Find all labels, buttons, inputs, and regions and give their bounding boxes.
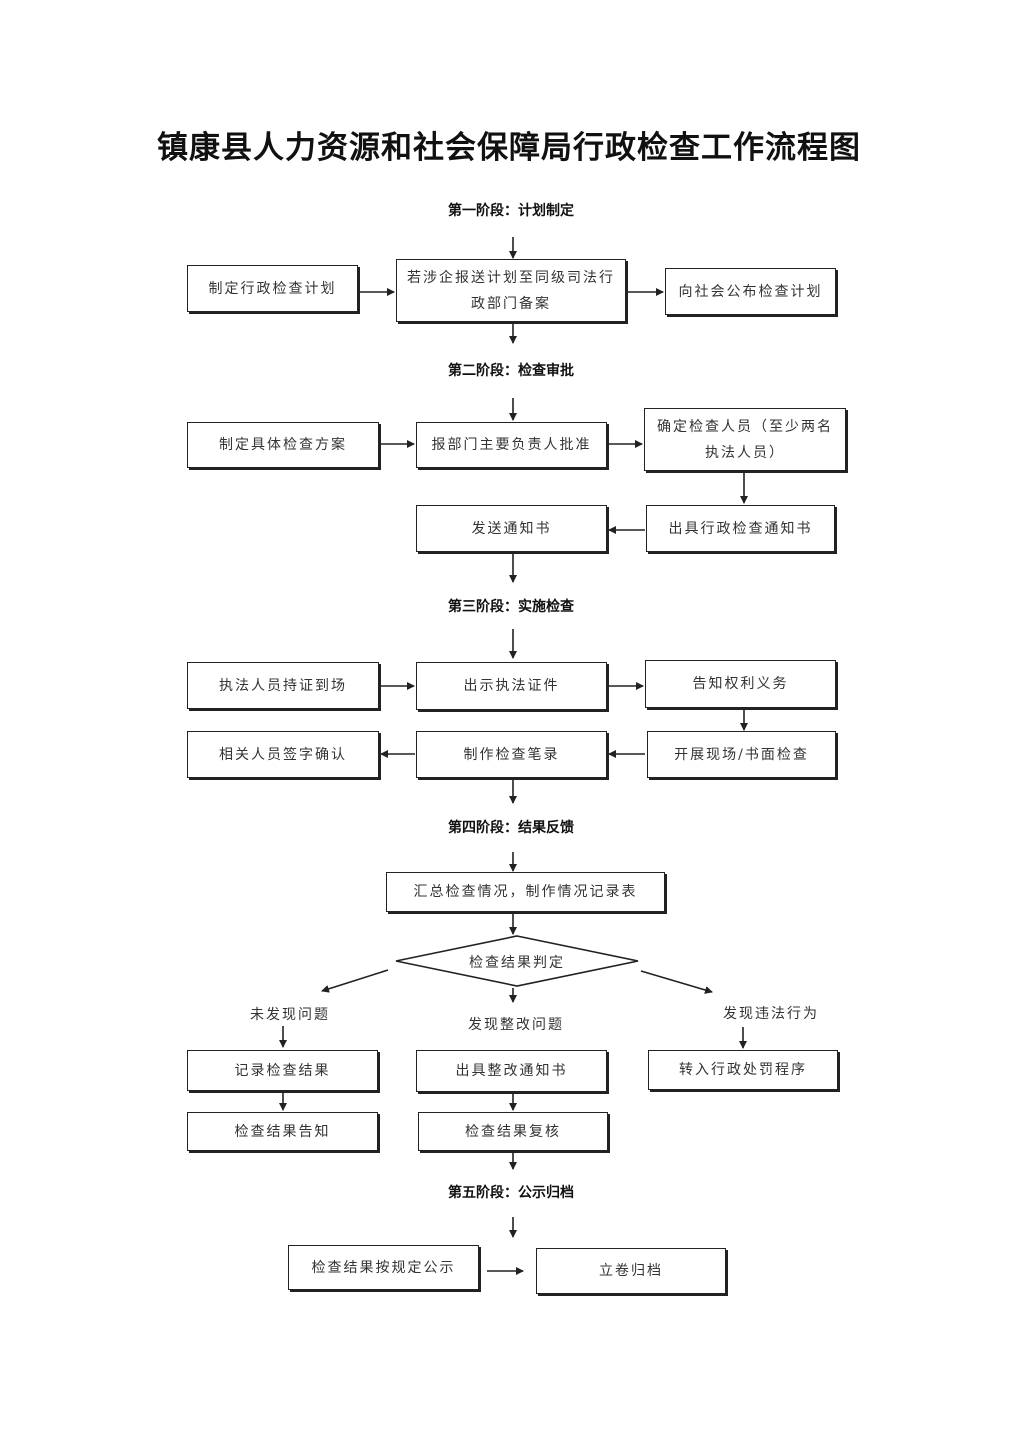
node-arrive: 执法人员持证到场 (187, 662, 379, 709)
stage-1-heading: 第一阶段：计划制定 (448, 203, 574, 219)
node-show-cert: 出示执法证件 (416, 662, 607, 710)
node-publish: 向社会公布检查计划 (665, 268, 836, 315)
node-scheme: 制定具体检查方案 (187, 422, 379, 468)
arrow-judge-left (321, 969, 389, 993)
stage-2-heading: 第二阶段：检查审批 (448, 363, 574, 379)
node-staff: 确定检查人员（至少两名执法人员） (644, 408, 846, 471)
branch-none-label: 未发现问题 (250, 1007, 330, 1023)
node-result-notify: 检查结果告知 (187, 1112, 378, 1151)
node-transfer: 转入行政处罚程序 (648, 1050, 838, 1090)
page-title: 镇康县人力资源和社会保障局行政检查工作流程图 (157, 130, 861, 166)
node-record: 制作检查笔录 (416, 731, 607, 778)
decision-diamond (395, 935, 639, 987)
node-judge: 检查结果判定 (469, 955, 565, 971)
node-approve: 报部门主要负责人批准 (416, 422, 607, 468)
arrow-judge-right (640, 970, 713, 994)
node-sign: 相关人员签字确认 (187, 731, 379, 778)
node-send-notice: 发送通知书 (416, 505, 607, 552)
node-record-result: 记录检查结果 (187, 1050, 378, 1091)
stage-3-heading: 第三阶段：实施检查 (448, 599, 574, 615)
node-summary: 汇总检查情况，制作情况记录表 (386, 872, 665, 912)
stage-5-heading: 第五阶段：公示归档 (448, 1185, 574, 1201)
node-inform: 告知权利义务 (645, 660, 836, 708)
node-archive: 立卷归档 (536, 1248, 726, 1294)
branch-illegal-label: 发现违法行为 (723, 1006, 819, 1022)
node-inspect: 开展现场/书面检查 (647, 731, 836, 778)
node-review: 检查结果复核 (418, 1112, 608, 1151)
node-file: 若涉企报送计划至同级司法行政部门备案 (396, 259, 626, 322)
node-plan: 制定行政检查计划 (187, 265, 358, 312)
node-issue-notice: 出具行政检查通知书 (646, 505, 835, 552)
node-public: 检查结果按规定公示 (288, 1245, 479, 1290)
stage-4-heading: 第四阶段：结果反馈 (448, 820, 574, 836)
branch-rectify-label: 发现整改问题 (468, 1017, 564, 1033)
node-rectify-notice: 出具整改通知书 (416, 1050, 607, 1092)
